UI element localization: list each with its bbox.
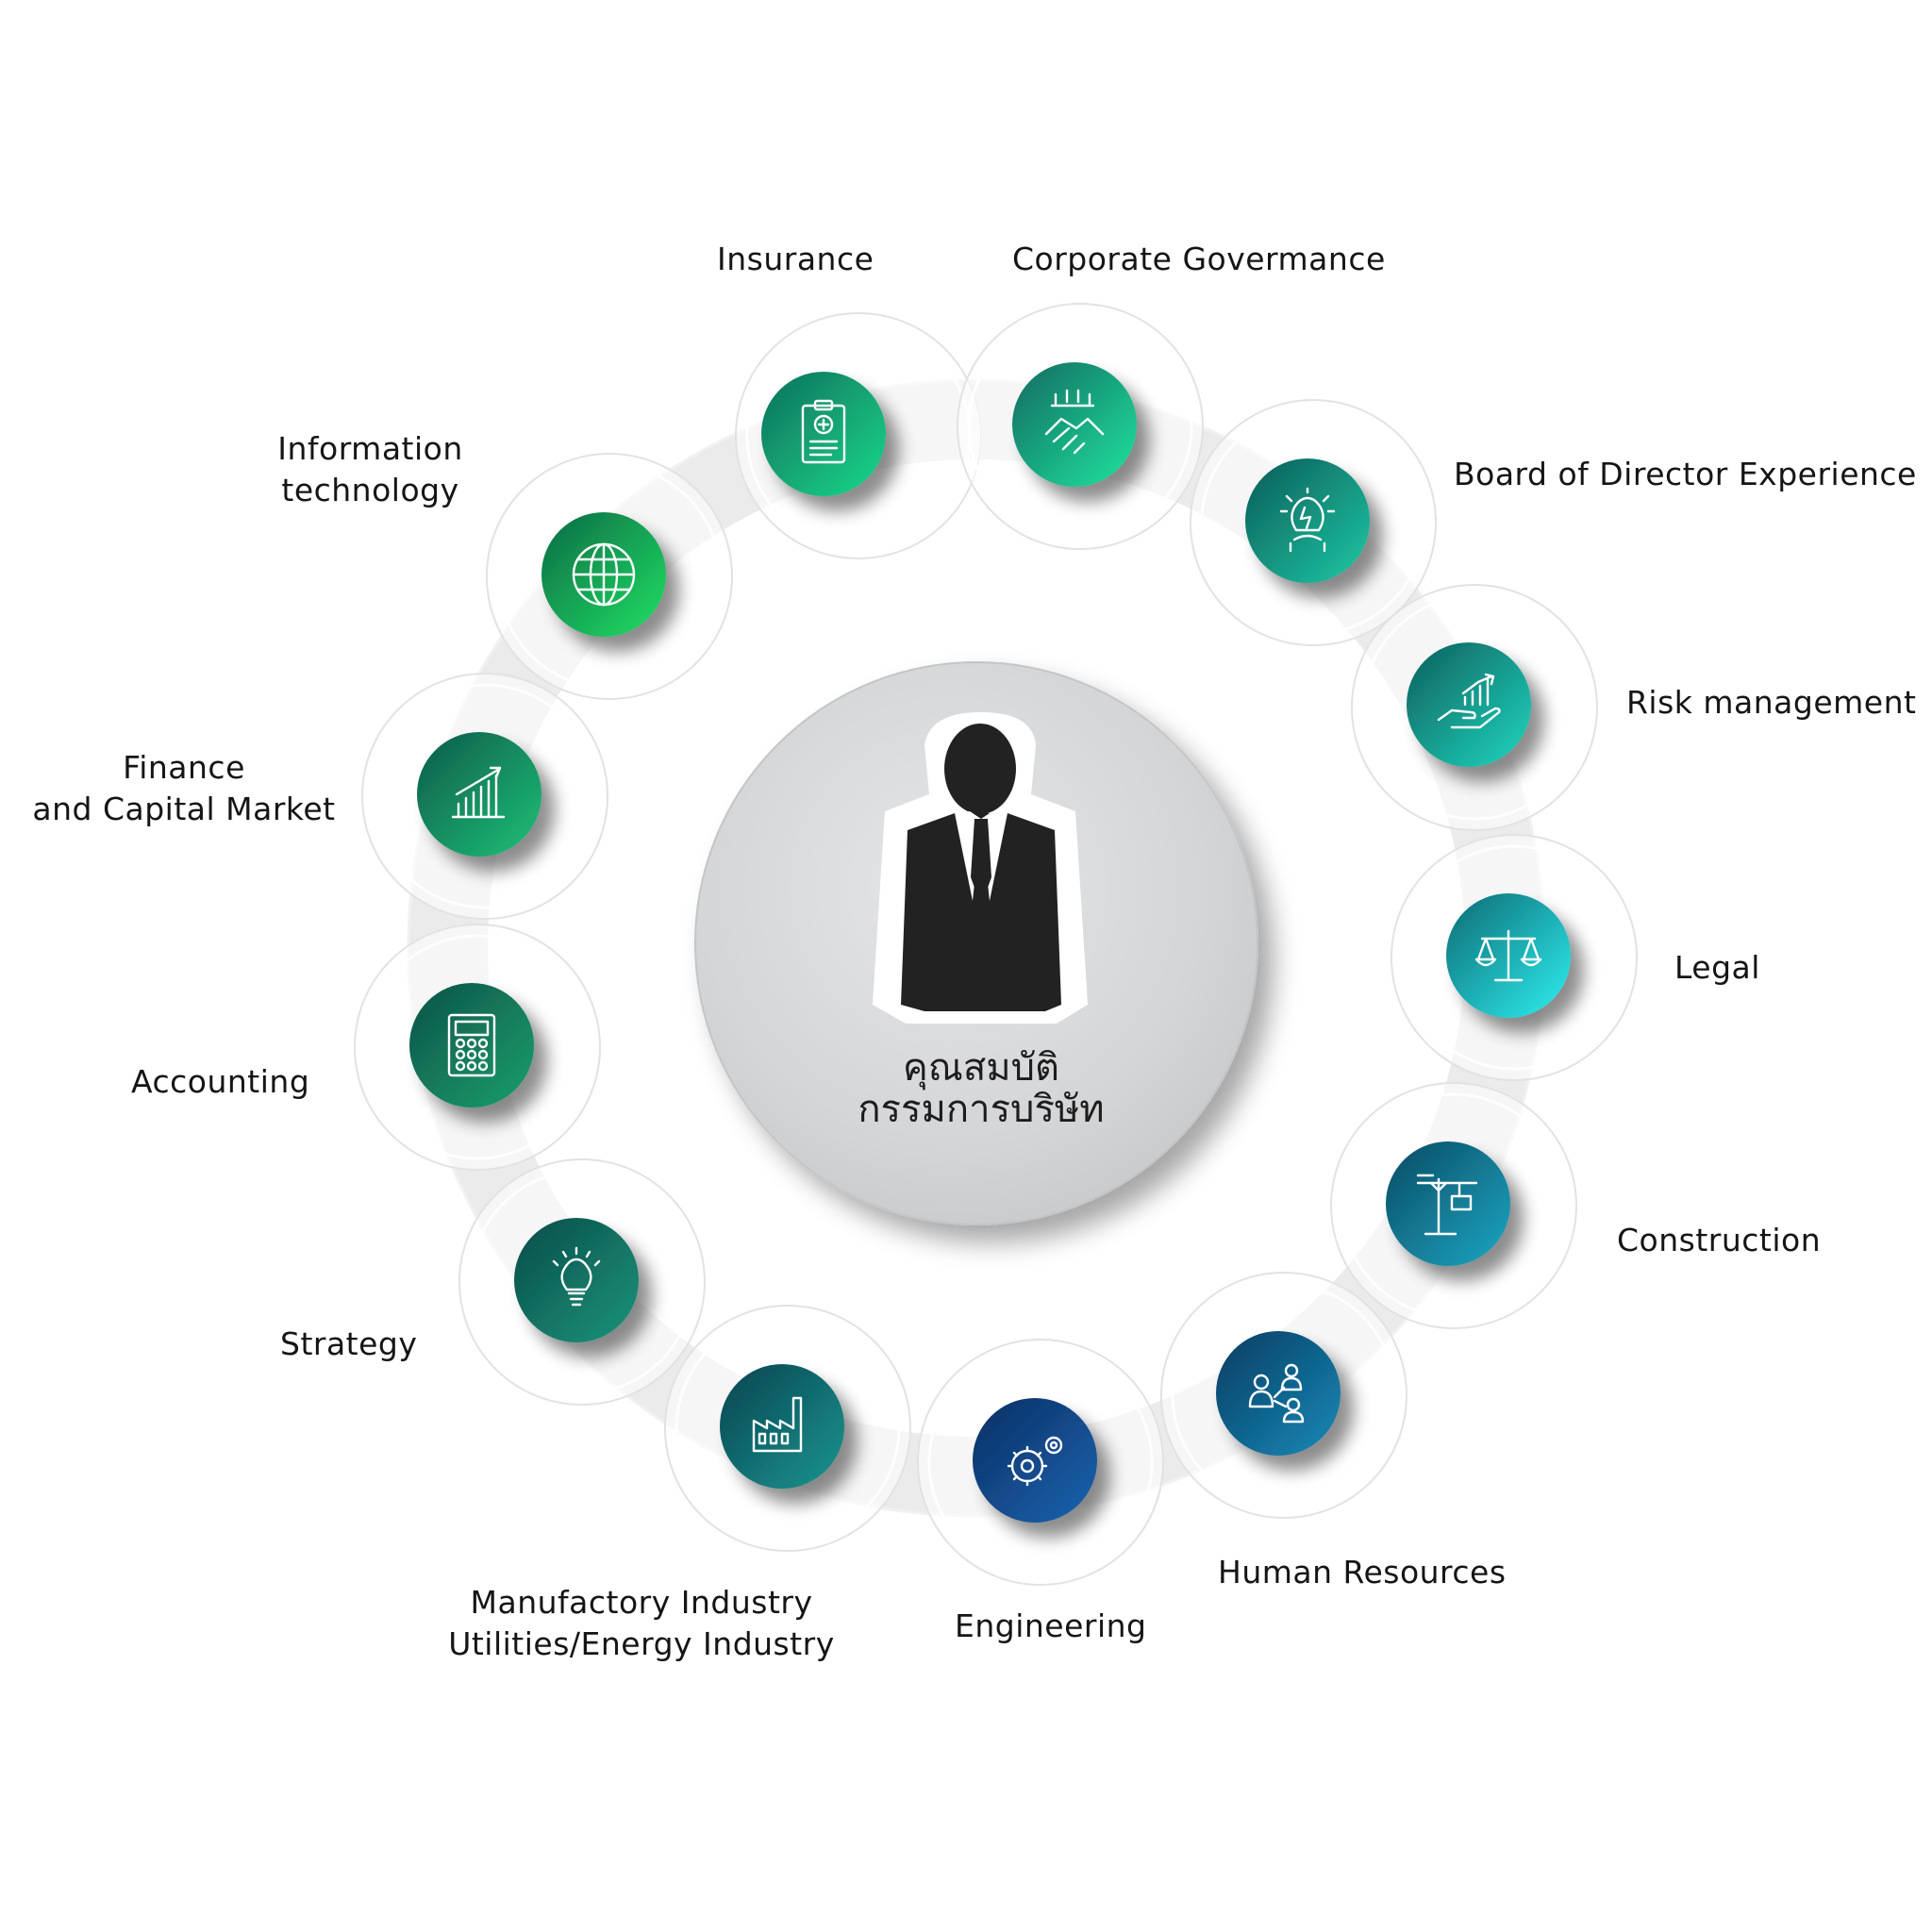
node-disc bbox=[973, 1398, 1097, 1523]
gears-icon bbox=[1007, 1436, 1063, 1487]
node-halo-inner bbox=[469, 1169, 695, 1395]
label-line: technology bbox=[281, 472, 459, 508]
node-halo-inner bbox=[1401, 844, 1627, 1071]
node-insurance bbox=[735, 312, 982, 559]
label-line: Finance bbox=[123, 749, 245, 786]
center-title-line-1: คุณสมบัติ bbox=[902, 1046, 1059, 1090]
label-legal: Legal bbox=[1674, 947, 1760, 989]
node-disc bbox=[1245, 458, 1370, 583]
node-construction bbox=[1330, 1082, 1577, 1329]
label-line: Corporate Govermance bbox=[1012, 241, 1386, 277]
label-board-of-director-experience: Board of Director Experience bbox=[1454, 454, 1917, 495]
center-title: คุณสมบัติ กรรมการบริษัท bbox=[830, 1047, 1132, 1130]
node-disc bbox=[1012, 362, 1137, 487]
node-halo-inner bbox=[372, 683, 598, 909]
label-line: Insurance bbox=[717, 241, 874, 277]
node-halo-inner bbox=[967, 313, 1193, 540]
node-halo-inner bbox=[1200, 409, 1426, 636]
businessman-icon bbox=[873, 712, 1088, 1024]
label-insurance: Insurance bbox=[717, 239, 874, 280]
clipboard-icon bbox=[801, 399, 846, 464]
node-disc bbox=[1407, 642, 1531, 767]
label-line: and Capital Market bbox=[32, 791, 336, 827]
node-halo-inner bbox=[1171, 1282, 1397, 1508]
node-disc bbox=[417, 732, 541, 857]
label-risk-management: Risk management bbox=[1626, 682, 1916, 724]
label-line: Human Resources bbox=[1218, 1554, 1507, 1591]
factory-icon bbox=[752, 1396, 803, 1453]
label-strategy: Strategy bbox=[280, 1324, 417, 1365]
crane-icon bbox=[1416, 1174, 1478, 1236]
node-halo-inner bbox=[675, 1315, 901, 1541]
people-network-icon bbox=[1248, 1363, 1305, 1424]
label-line: Utilities/Energy Industry bbox=[448, 1625, 835, 1662]
label-line: Risk management bbox=[1626, 684, 1917, 721]
globe-icon bbox=[572, 542, 636, 607]
label-finance: Finance and Capital Market bbox=[24, 747, 344, 830]
node-strategy bbox=[458, 1158, 706, 1406]
label-accounting: Accounting bbox=[131, 1061, 309, 1103]
node-disc bbox=[409, 983, 534, 1108]
node-human-resources bbox=[1160, 1272, 1407, 1519]
label-line: Board of Director Experience bbox=[1454, 456, 1917, 492]
node-layer bbox=[354, 303, 1638, 1586]
handshake-icon bbox=[1044, 389, 1105, 455]
label-line: Strategy bbox=[280, 1325, 418, 1362]
growth-chart-icon bbox=[451, 766, 506, 819]
node-halo-inner bbox=[1341, 1092, 1567, 1319]
label-line: Construction bbox=[1617, 1222, 1822, 1258]
lightbulb-icon bbox=[552, 1246, 601, 1307]
node-accounting bbox=[354, 924, 601, 1171]
label-information-technology: Information technology bbox=[269, 428, 472, 511]
calculator-icon bbox=[447, 1013, 496, 1077]
hand-chart-icon bbox=[1437, 673, 1501, 729]
node-halo-inner bbox=[364, 934, 591, 1160]
node-halo-inner bbox=[496, 463, 723, 690]
node-engineering bbox=[917, 1339, 1164, 1586]
node-corporate-governance bbox=[957, 303, 1204, 550]
label-line: Information bbox=[277, 430, 463, 467]
label-line: Accounting bbox=[131, 1063, 310, 1100]
label-human-resources: Human Resources bbox=[1218, 1552, 1507, 1593]
label-line: Legal bbox=[1674, 949, 1760, 986]
node-disc bbox=[720, 1364, 844, 1489]
lightbulb-person-icon bbox=[1279, 487, 1336, 553]
node-halo-inner bbox=[1361, 594, 1588, 821]
node-information-technology bbox=[486, 453, 733, 700]
label-line: Manufactory Industry bbox=[470, 1584, 813, 1621]
label-construction: Construction bbox=[1617, 1220, 1821, 1261]
node-legal bbox=[1391, 834, 1638, 1081]
node-board-of-director-experience bbox=[1190, 399, 1437, 646]
label-engineering: Engineering bbox=[955, 1606, 1147, 1647]
node-risk-management bbox=[1351, 584, 1598, 831]
label-corporate-governance: Corporate Govermance bbox=[1012, 239, 1386, 280]
node-halo-inner bbox=[927, 1349, 1154, 1575]
scales-icon bbox=[1474, 929, 1542, 982]
node-manufactory bbox=[664, 1305, 911, 1552]
center-title-line-2: กรรมการบริษัท bbox=[858, 1088, 1105, 1131]
node-finance bbox=[361, 673, 608, 920]
node-disc bbox=[1386, 1141, 1510, 1266]
node-disc bbox=[514, 1218, 639, 1342]
label-line: Engineering bbox=[955, 1607, 1147, 1644]
